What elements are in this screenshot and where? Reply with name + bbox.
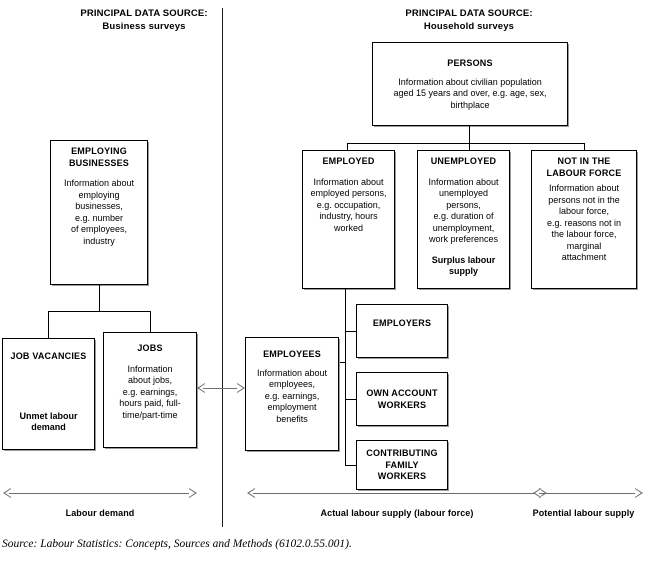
- measure-arrow-actual-labour-supply: [247, 488, 547, 499]
- arrow-head-right-icon: [635, 488, 643, 498]
- measure-arrow-potential-labour-supply: [533, 488, 643, 499]
- arrow-shaft: [539, 493, 637, 494]
- box-own-account-workers: OWN ACCOUNT WORKERS: [356, 372, 448, 426]
- box-persons-title: PERSONS: [447, 58, 493, 68]
- connector-employing-to-job-vacancies: [48, 311, 49, 338]
- box-job-vacancies-title: JOB VACANCIES: [10, 351, 87, 361]
- box-not-in-labour-force-body: Information about persons not in the lab…: [546, 183, 622, 262]
- connector-to-employers: [345, 331, 356, 332]
- connector-employed-spine: [345, 289, 346, 465]
- arrow-head-left-icon: [3, 488, 11, 498]
- connector-persons-to-employed: [347, 143, 348, 151]
- connector-persons-bus: [347, 143, 584, 144]
- box-unemployed-body: Information about unemployed persons, e.…: [428, 176, 499, 245]
- box-employers: EMPLOYERS: [356, 304, 448, 358]
- connector-to-own-account-workers: [345, 399, 356, 400]
- arrow-head-right-icon: [189, 488, 197, 498]
- arrow-head-right-icon: [237, 383, 245, 393]
- box-unemployed: UNEMPLOYED Information about unemployed …: [417, 150, 510, 289]
- measure-arrow-labour-demand: [3, 488, 197, 499]
- box-not-in-labour-force: NOT IN THE LABOUR FORCE Information abou…: [531, 150, 637, 289]
- connector-employing-bus: [48, 311, 150, 312]
- header-right-data-source: PRINCIPAL DATA SOURCE: Household surveys: [405, 8, 533, 32]
- source-caption: Source: Labour Statistics: Concepts, Sou…: [2, 538, 352, 550]
- measure-label-potential-labour-supply: Potential labour supply: [532, 508, 635, 518]
- box-employing-businesses-title: EMPLOYING BUSINESSES: [68, 146, 130, 168]
- arrow-head-left-icon: [197, 383, 205, 393]
- box-employees-title: EMPLOYEES: [263, 349, 321, 359]
- connector-persons-stem: [469, 126, 470, 143]
- arrow-jobs-employees: [197, 383, 245, 394]
- connector-persons-to-nilf: [584, 143, 585, 151]
- box-jobs: JOBS Information about jobs, e.g. earnin…: [103, 332, 197, 448]
- box-contributing-family-workers-title: CONTRIBUTING FAMILY WORKERS: [366, 448, 438, 482]
- box-persons: PERSONS Information about civilian popul…: [372, 42, 568, 126]
- box-own-account-workers-title: OWN ACCOUNT WORKERS: [366, 388, 438, 410]
- box-employing-businesses-body: Information about employing businesses, …: [63, 178, 135, 246]
- arrow-shaft: [203, 388, 239, 389]
- connector-persons-to-unemployed: [469, 143, 470, 151]
- box-contributing-family-workers: CONTRIBUTING FAMILY WORKERS: [356, 440, 448, 490]
- box-employers-title: EMPLOYERS: [372, 318, 432, 328]
- box-employees: EMPLOYEES Information about employees, e…: [245, 337, 339, 451]
- header-left-data-source: PRINCIPAL DATA SOURCE: Business surveys: [80, 8, 208, 32]
- box-job-vacancies-note: Unmet labour demand: [19, 410, 78, 433]
- section-divider: [222, 8, 223, 527]
- box-unemployed-note: Surplus labour supply: [431, 254, 496, 277]
- connector-to-contributing-family-workers: [345, 465, 356, 466]
- box-jobs-title: JOBS: [137, 343, 163, 353]
- box-jobs-body: Information about jobs, e.g. earnings, h…: [119, 363, 181, 420]
- box-employees-body: Information about employees, e.g. earnin…: [256, 367, 328, 424]
- box-employed: EMPLOYED Information about employed pers…: [302, 150, 395, 289]
- arrow-shaft: [253, 493, 541, 494]
- box-persons-body: Information about civilian population ag…: [393, 76, 547, 110]
- arrow-shaft: [9, 493, 191, 494]
- measure-label-actual-labour-supply: Actual labour supply (labour force): [320, 508, 474, 518]
- arrow-head-left-icon: [247, 488, 255, 498]
- box-employed-body: Information about employed persons, e.g.…: [310, 176, 387, 233]
- box-not-in-labour-force-title: NOT IN THE LABOUR FORCE: [546, 156, 622, 178]
- connector-employing-to-jobs: [150, 311, 151, 332]
- box-unemployed-title: UNEMPLOYED: [430, 156, 497, 166]
- box-job-vacancies: JOB VACANCIES Unmet labour demand: [2, 338, 95, 450]
- arrow-head-left-icon: [533, 488, 541, 498]
- box-employed-title: EMPLOYED: [322, 156, 375, 166]
- connector-employing-stem: [99, 285, 100, 311]
- measure-label-labour-demand: Labour demand: [65, 508, 135, 518]
- box-employing-businesses: EMPLOYING BUSINESSES Information about e…: [50, 140, 148, 285]
